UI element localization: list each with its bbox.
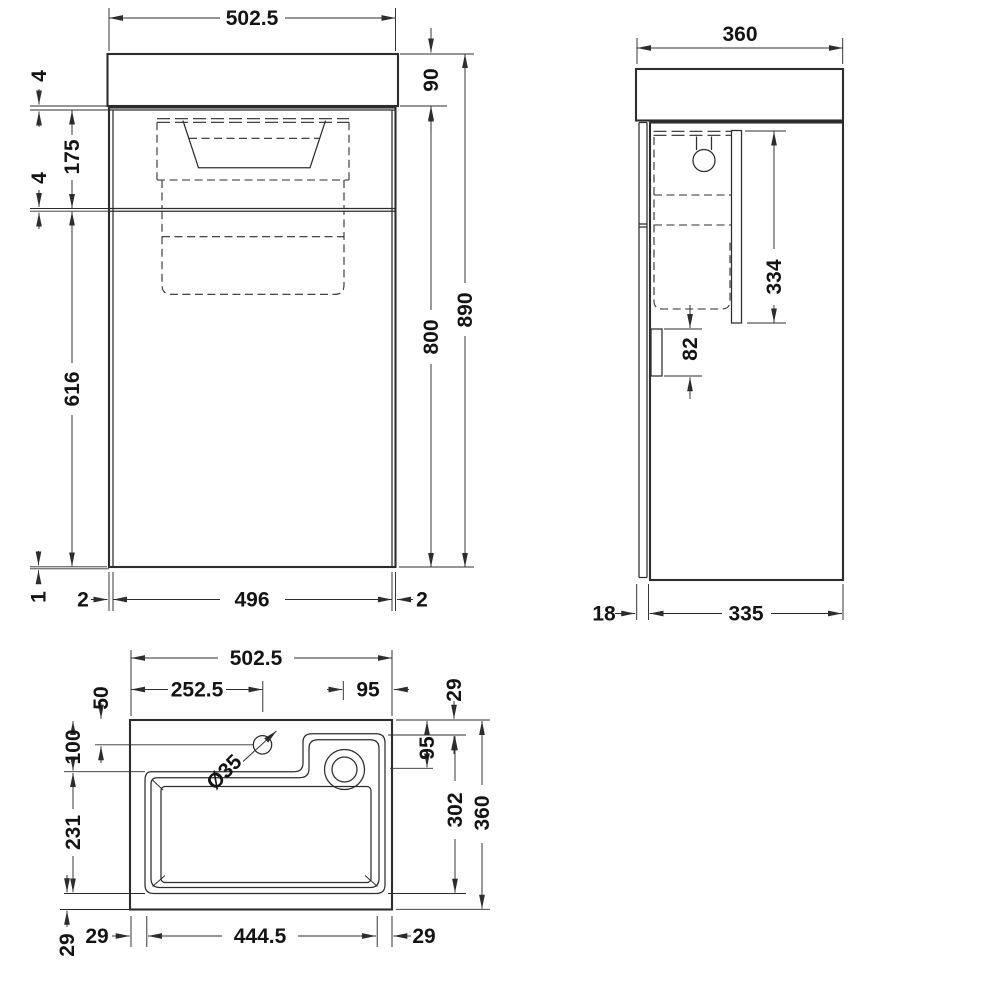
dim-side-cabinet-depth: 335: [728, 603, 763, 626]
side-waste-trap: [692, 148, 716, 173]
dim-front-cabinet-height: 800: [420, 319, 443, 354]
dim-plan-tap-offset: 252.5: [171, 679, 224, 702]
dim-side-back-clearance: 18: [592, 603, 616, 626]
side-basin-front-panel: [730, 129, 743, 324]
dim-plan-waste-offset-right: 95: [356, 679, 380, 702]
dim-plan-waste-setback: 95: [416, 736, 439, 760]
front-basin-bowl: [182, 120, 327, 169]
dim-plan-bowl-width: 444.5: [234, 925, 287, 948]
dim-plan-overall-depth: 360: [471, 795, 494, 830]
dim-plan-bowl-gap-right: 29: [412, 925, 435, 948]
dim-plan-overall-width: 502.5: [230, 647, 283, 670]
dim-plan-edge-gap-top-right: 29: [443, 678, 466, 701]
dim-plan-rim-setback: 100: [62, 729, 85, 764]
side-cabinet: [648, 121, 845, 582]
front-worktop: [106, 52, 400, 108]
side-basin-hidden: [653, 137, 731, 310]
dim-front-door-height: 616: [61, 371, 84, 406]
dim-front-worktop-height: 90: [420, 68, 443, 91]
side-view: 360 334 82 18 335: [592, 23, 845, 626]
plan-basin-rim-outer: [144, 733, 386, 895]
dim-front-floor-clearance: 1: [28, 591, 51, 603]
plan-worktop: [128, 718, 394, 911]
dim-front-overall-height: 890: [454, 292, 477, 327]
dim-front-side-panel-left: 2: [77, 589, 89, 612]
dim-plan-bowl-setback-depth: 231: [62, 815, 85, 850]
dim-plan-edge-gap-bottom-left: 29: [56, 933, 79, 956]
dim-front-side-panel-right: 2: [416, 589, 428, 612]
dim-side-overall-depth: 360: [722, 23, 757, 46]
dim-plan-basin-opening-length: 302: [444, 792, 467, 827]
side-outlet-cutout: [650, 328, 663, 377]
dim-front-gap-divider: 4: [28, 172, 51, 184]
front-cabinet: [107, 106, 397, 569]
dim-plan-tap-setback: 50: [90, 686, 113, 709]
dim-side-outlet-height: 82: [679, 337, 702, 360]
plan-bowl: [160, 785, 372, 884]
dim-plan-tap-hole-diameter: Ø35: [202, 750, 247, 795]
plan-tap-hole: [252, 734, 273, 755]
front-view: 502.5 90 890 800 4 175 4 616 1: [28, 7, 478, 612]
plan-view: Ø35 502.5 252.5 95 29 95 302 360: [56, 647, 494, 957]
dim-front-carcass-width: 496: [234, 589, 269, 612]
side-worktop: [634, 67, 845, 122]
dim-front-gap-worktop: 4: [28, 70, 51, 82]
plan-waste-inner: [331, 756, 358, 783]
dim-front-overall-width: 502.5: [226, 7, 279, 30]
plan-basin-rim-inner: [150, 739, 380, 889]
dim-side-basin-depth: 334: [763, 259, 786, 294]
plan-waste-outer: [323, 748, 366, 791]
front-basin-body-hidden: [161, 211, 345, 295]
dim-front-drawer-height: 175: [61, 139, 84, 174]
plan-tap-leader: [242, 730, 277, 762]
dim-plan-bowl-gap-left: 29: [85, 925, 108, 948]
